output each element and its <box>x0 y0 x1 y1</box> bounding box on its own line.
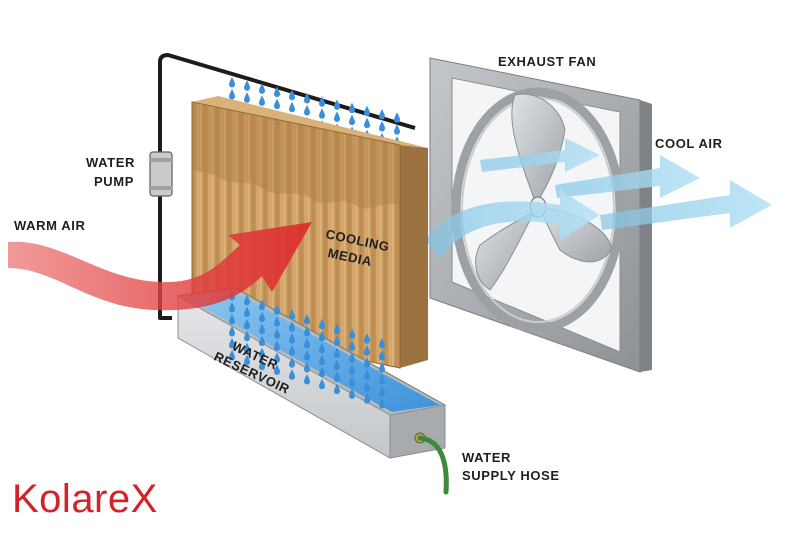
exhaust-fan <box>429 57 652 373</box>
water-drop-icon <box>364 105 370 117</box>
water-drop-icon <box>379 109 385 120</box>
water-pump-pipe <box>158 53 416 320</box>
water-drop-icon <box>229 77 235 88</box>
water-drop-icon <box>334 99 340 110</box>
warm-air-arrow <box>8 222 312 311</box>
cool-air-arrows <box>425 138 772 258</box>
water-drop-icon <box>379 121 385 132</box>
kolarex-logo: KolareX <box>12 472 222 522</box>
water-drop-icon <box>319 108 325 119</box>
label-exhaust-fan: EXHAUST FAN <box>498 54 596 69</box>
water-reservoir <box>177 287 446 459</box>
water-drop-icon <box>394 124 400 135</box>
water-drop-icon <box>259 95 265 106</box>
water-supply-hose <box>414 432 449 495</box>
label-water-pump-line2: PUMP <box>94 174 134 189</box>
label-water-supply-hose-line1: WATER <box>462 450 511 465</box>
water-drop-icon <box>364 117 370 129</box>
label-water-supply-hose-line2: SUPPLY HOSE <box>462 468 560 483</box>
water-drop-icon <box>244 80 250 91</box>
water-drop-icon <box>244 92 250 103</box>
label-warm-air: WARM AIR <box>14 218 85 233</box>
label-cool-air: COOL AIR <box>655 136 723 151</box>
water-drop-icon <box>274 98 280 110</box>
label-water-pump-line1: WATER <box>86 155 135 170</box>
water-drop-icon <box>394 112 400 123</box>
logo-wordmark: KolareX <box>12 477 158 521</box>
logo-wordmark-text: KolareX <box>12 477 158 521</box>
water-drop-icon <box>334 111 340 122</box>
water-drop-icon <box>349 102 355 114</box>
water-drop-icon <box>229 89 235 100</box>
water-drop-icon <box>319 96 325 107</box>
water-drop-icon <box>289 101 295 113</box>
water-drop-icon <box>349 114 355 126</box>
water-drop-icon <box>304 105 310 116</box>
water-pump <box>149 151 173 197</box>
